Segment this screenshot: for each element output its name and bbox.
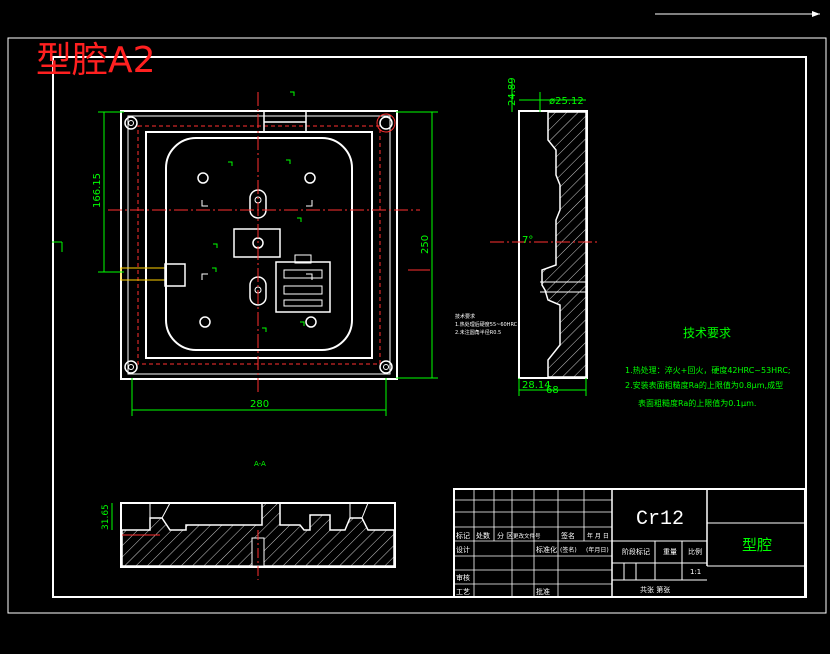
corner-hole-tl bbox=[124, 116, 138, 130]
section-label: A-A bbox=[254, 460, 266, 468]
tech-line1: 1.热处理：淬火+回火，硬度42HRC~53HRC; bbox=[625, 365, 791, 375]
dim-angle: 7° bbox=[522, 235, 533, 246]
tech-line3: 表面粗糙度Ra的上限值为0.1μm. bbox=[638, 398, 756, 408]
pin-hole-3 bbox=[199, 316, 211, 328]
plan-hidden-line bbox=[137, 125, 381, 365]
tb-count: 处数 bbox=[476, 531, 490, 540]
tb-weight: 重量 bbox=[663, 548, 677, 556]
gate-block bbox=[164, 263, 186, 287]
small-note-title: 技术要求 bbox=[455, 313, 475, 320]
section-view: 24.89 ø25.12 7° 28.14 68 bbox=[490, 77, 600, 396]
tb-sign: 签名 bbox=[561, 531, 575, 540]
tb-mark: 标记 bbox=[456, 531, 470, 540]
dim-31-65: 31.65 bbox=[101, 504, 111, 530]
section-gate-lines bbox=[540, 281, 586, 293]
tb-process: 工艺 bbox=[456, 588, 470, 596]
title-block-frame bbox=[453, 488, 806, 598]
cavity-outline bbox=[165, 137, 353, 351]
plan-view: 166.15 250 280 bbox=[52, 91, 438, 416]
tb-std: 标准化 bbox=[536, 545, 557, 554]
sheet-label: 型腔A2 bbox=[36, 40, 156, 81]
tb-doc: 更改文件号 bbox=[513, 532, 541, 540]
dim-25-12: ø25.12 bbox=[549, 96, 584, 107]
plan-dimensions bbox=[98, 111, 438, 416]
front-view: 31.65 bbox=[101, 502, 396, 580]
tb-material: Cr12 bbox=[636, 508, 684, 531]
top-notch bbox=[263, 111, 307, 132]
tech-line2: 2.安装表面粗糙度Ra的上限值为0.8μm,成型 bbox=[625, 380, 783, 390]
dim-280: 280 bbox=[250, 399, 269, 410]
keyhole-bottom bbox=[249, 276, 267, 306]
front-profile-lines bbox=[149, 502, 369, 519]
battery-tab bbox=[294, 254, 312, 264]
tb-sign2: (签名) bbox=[560, 546, 577, 554]
plan-pocket bbox=[145, 131, 373, 359]
battery-box bbox=[275, 261, 331, 313]
small-note-line2: 2.未注圆角半径R0.5 bbox=[455, 329, 501, 336]
corner-hole-tl-inner bbox=[128, 120, 134, 126]
title-block-text: 标记 处数 分 区 更改文件号 签名 年 月 日 设计 标准化 (签名) (年月… bbox=[456, 531, 702, 596]
battery-slots bbox=[283, 269, 323, 307]
section-dimensions bbox=[511, 80, 587, 396]
tb-stage: 阶段标记 bbox=[622, 547, 650, 556]
plan-inner-outline bbox=[127, 115, 391, 375]
title-block bbox=[453, 488, 806, 598]
inner-frame bbox=[52, 56, 807, 598]
tb-scale-value: 1:1 bbox=[690, 568, 701, 576]
corner-hole-tr bbox=[379, 116, 393, 130]
tb-sheets: 共张 第张 bbox=[640, 585, 670, 594]
plan-outline bbox=[120, 110, 398, 380]
corner-hole-bl bbox=[124, 360, 138, 374]
tb-date: 年 月 日 bbox=[587, 532, 609, 540]
corner-arrow bbox=[812, 11, 820, 17]
tb-date2: (年月日) bbox=[586, 546, 609, 554]
tb-approve: 批准 bbox=[536, 587, 550, 596]
dim-68: 68 bbox=[546, 385, 559, 396]
corner-ticks bbox=[201, 200, 313, 280]
small-note-line1: 1.热处理后硬度55~60HRC bbox=[455, 321, 518, 328]
dim-28-14: 28.14 bbox=[522, 380, 551, 391]
tech-title: 技术要求 bbox=[683, 326, 731, 340]
corner-hole-bl-inner bbox=[128, 364, 134, 370]
dim-24-89: 24.89 bbox=[507, 77, 518, 106]
outer-border bbox=[7, 37, 827, 614]
dim-250: 250 bbox=[420, 235, 431, 254]
corner-hole-br-inner bbox=[383, 364, 389, 370]
corner-hole-br bbox=[379, 360, 393, 374]
dim-166: 166.15 bbox=[92, 173, 103, 208]
tb-part-name: 型腔 bbox=[742, 536, 772, 554]
green-marks bbox=[212, 91, 305, 332]
section-hatch bbox=[541, 111, 587, 378]
pin-hole-1 bbox=[197, 172, 209, 184]
pin-hole-2 bbox=[304, 172, 316, 184]
center-block bbox=[233, 228, 281, 258]
corner-hole-tr-ring bbox=[376, 113, 396, 133]
tb-check: 审核 bbox=[456, 573, 470, 582]
tb-scale: 比例 bbox=[688, 547, 702, 556]
pin-hole-4 bbox=[305, 316, 317, 328]
section-outline bbox=[518, 110, 588, 379]
tb-design: 设计 bbox=[456, 545, 470, 554]
tb-zone: 分 区 bbox=[497, 531, 513, 540]
